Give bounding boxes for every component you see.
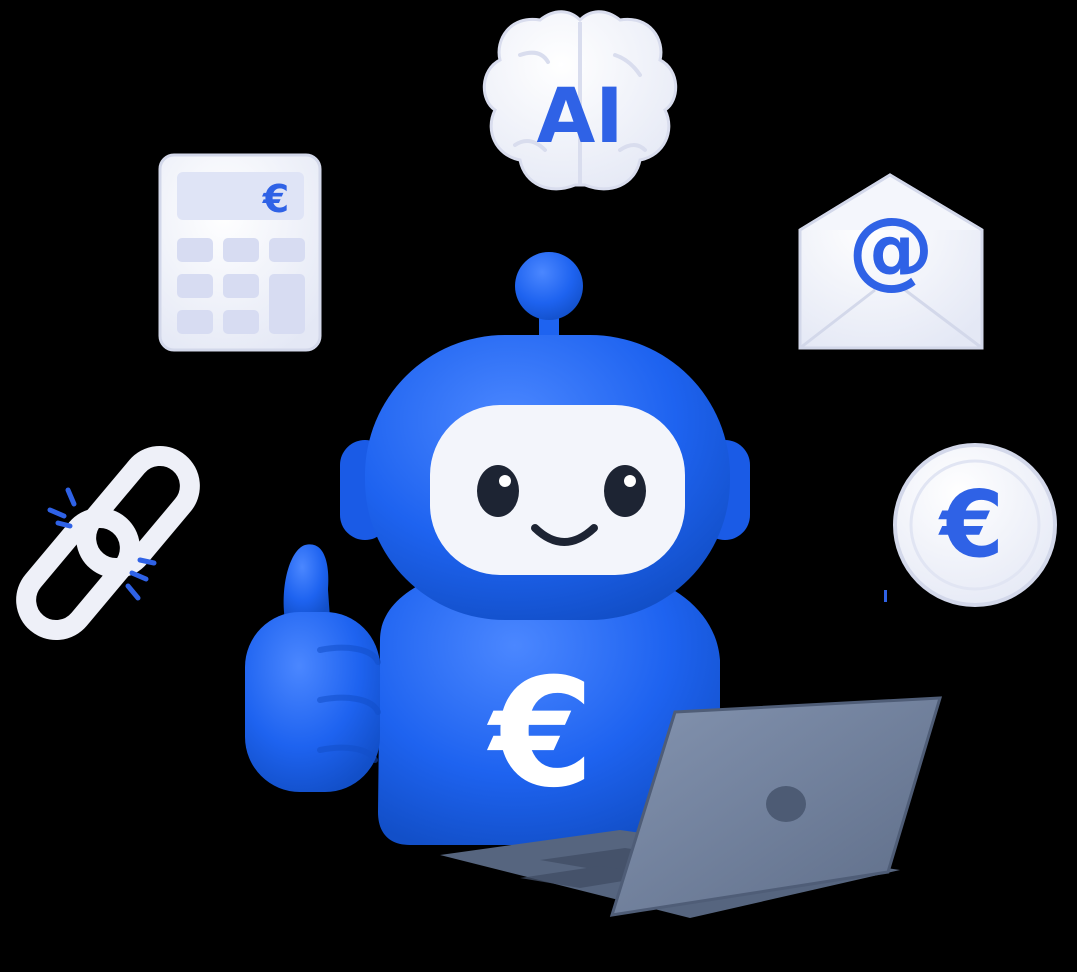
calculator-icon: € (158, 153, 322, 352)
robot-face-screen (430, 405, 685, 575)
robot-antenna-ball (515, 252, 583, 320)
calculator-keypad (177, 238, 305, 334)
broken-chain-link-icon (16, 445, 200, 641)
calculator-euro-symbol: € (262, 177, 289, 221)
robot-chest-euro-symbol: € (487, 647, 594, 821)
envelope-at-symbol: @ (848, 199, 934, 299)
brain-icon-label: AI (536, 71, 623, 160)
brain-icon: AI (482, 10, 678, 191)
robot-smile (531, 524, 598, 546)
robot-body (378, 560, 720, 845)
euro-coin-icon: € (893, 443, 1057, 607)
laptop-icon (440, 696, 943, 918)
coin-euro-symbol: € (938, 471, 1004, 578)
robot-thumbs-up-hand (245, 544, 381, 792)
robot-left-eye (477, 465, 519, 517)
email-envelope-icon: @ (798, 173, 984, 350)
break-spark-marks (47, 487, 157, 601)
robot-right-eye (604, 465, 646, 517)
robot-mascot: € (245, 252, 750, 845)
laptop-logo (766, 786, 806, 822)
